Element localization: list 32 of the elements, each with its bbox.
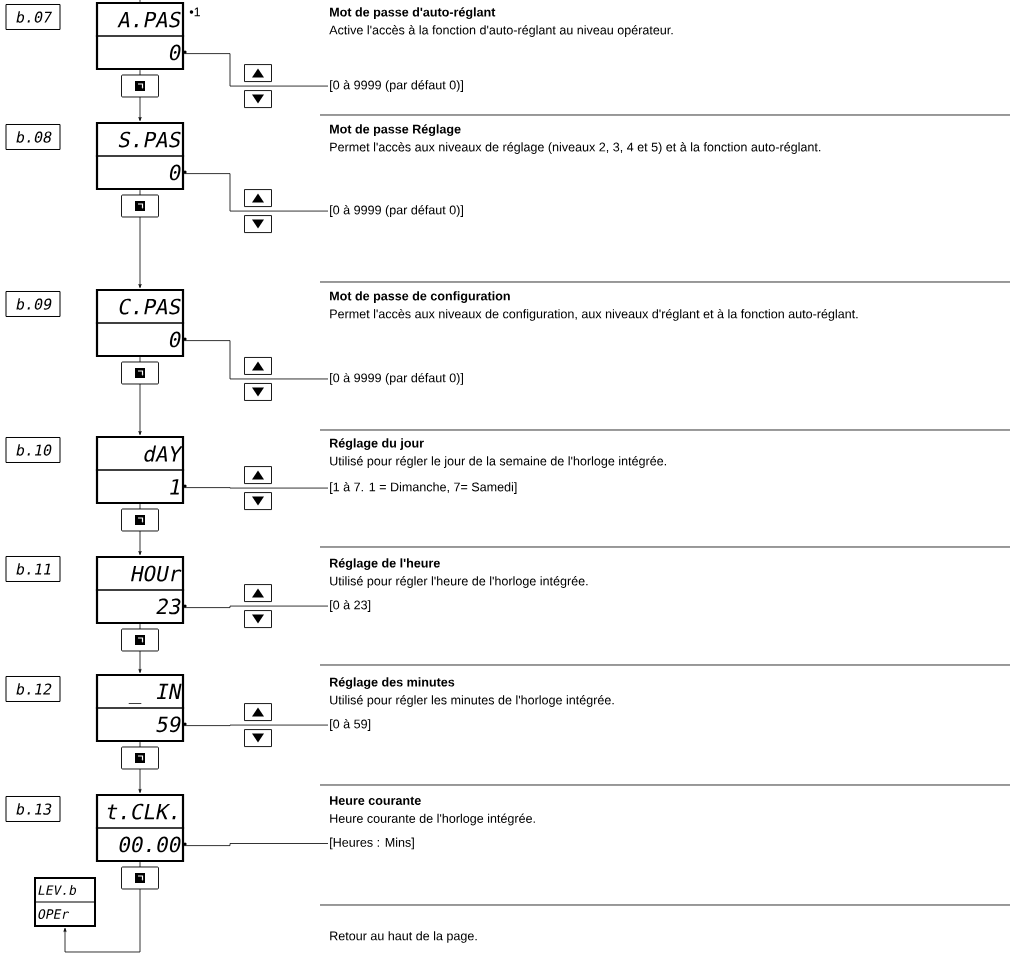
leader-line: [183, 843, 329, 846]
leader-line: [183, 340, 329, 380]
display-box: dAY 1: [95, 435, 187, 505]
parameter-code-box: b.10: [5, 437, 61, 463]
description-text: Réglage du jour Utilisé pour régler le jour de la semaine de l'horloge intégrée. [1 à 7. 1 = Dimanche, 7= Samedi]: [330, 438, 666, 494]
description-text: Réglage de l'heure Utilisé pour régler l'heure de l'horloge intégrée. [0 à 23]: [330, 558, 588, 612]
parameter-code-box: b.07: [5, 4, 61, 30]
leader-line: [183, 605, 329, 608]
parameter-code-box: b.08: [5, 124, 61, 150]
callout-number: •1: [189, 7, 200, 17]
display-box: A.PAS 0: [95, 1, 187, 71]
display-box: HOUr 23: [95, 555, 187, 625]
leader-line: [183, 487, 329, 489]
display-box: S.PAS 0: [95, 121, 187, 191]
display-box: t.CLK. 00.00: [95, 793, 187, 863]
leader-line: [183, 724, 329, 726]
description-text: Mot de passe de configuration Permet l'accès aux niveaux de configuration, aux niveaux d'réglant et à la fonction auto-réglant. [0 à 9999 (par défaut 0)]: [330, 291, 858, 385]
display-box: _ IN 59: [95, 673, 187, 743]
leader-line: [183, 53, 329, 87]
leader-line: [183, 173, 329, 212]
description-text: Heure courante Heure courante de l'horloge intégrée. [Heures : Mins]: [330, 796, 535, 850]
parameter-code-box: b.13: [5, 796, 61, 822]
parameter-code-box: b.12: [5, 676, 61, 702]
display-box: LEV.b OPEr: [33, 877, 97, 927]
description-text: Mot de passe Réglage Permet l'accès aux niveaux de réglage (niveaux 2, 3, 4 et 5) et à la fonction auto-réglant. [0 à 9999 (par défaut 0)]: [330, 124, 821, 217]
parameter-code-box: b.11: [5, 556, 61, 582]
parameter-code-box: b.09: [5, 291, 61, 317]
display-box: C.PAS 0: [95, 288, 187, 358]
description-text: Réglage des minutes Utilisé pour régler les minutes de l'horloge intégrée. [0 à 59]: [330, 677, 614, 731]
arrow: [63, 861, 141, 953]
note-text: Retour au haut de la page.: [330, 931, 477, 943]
description-text: Mot de passe d'auto-réglant Active l'accès à la fonction d'auto-réglant au niveau opérateur. [0 à 9999 (par défaut 0)]: [329, 7, 673, 92]
